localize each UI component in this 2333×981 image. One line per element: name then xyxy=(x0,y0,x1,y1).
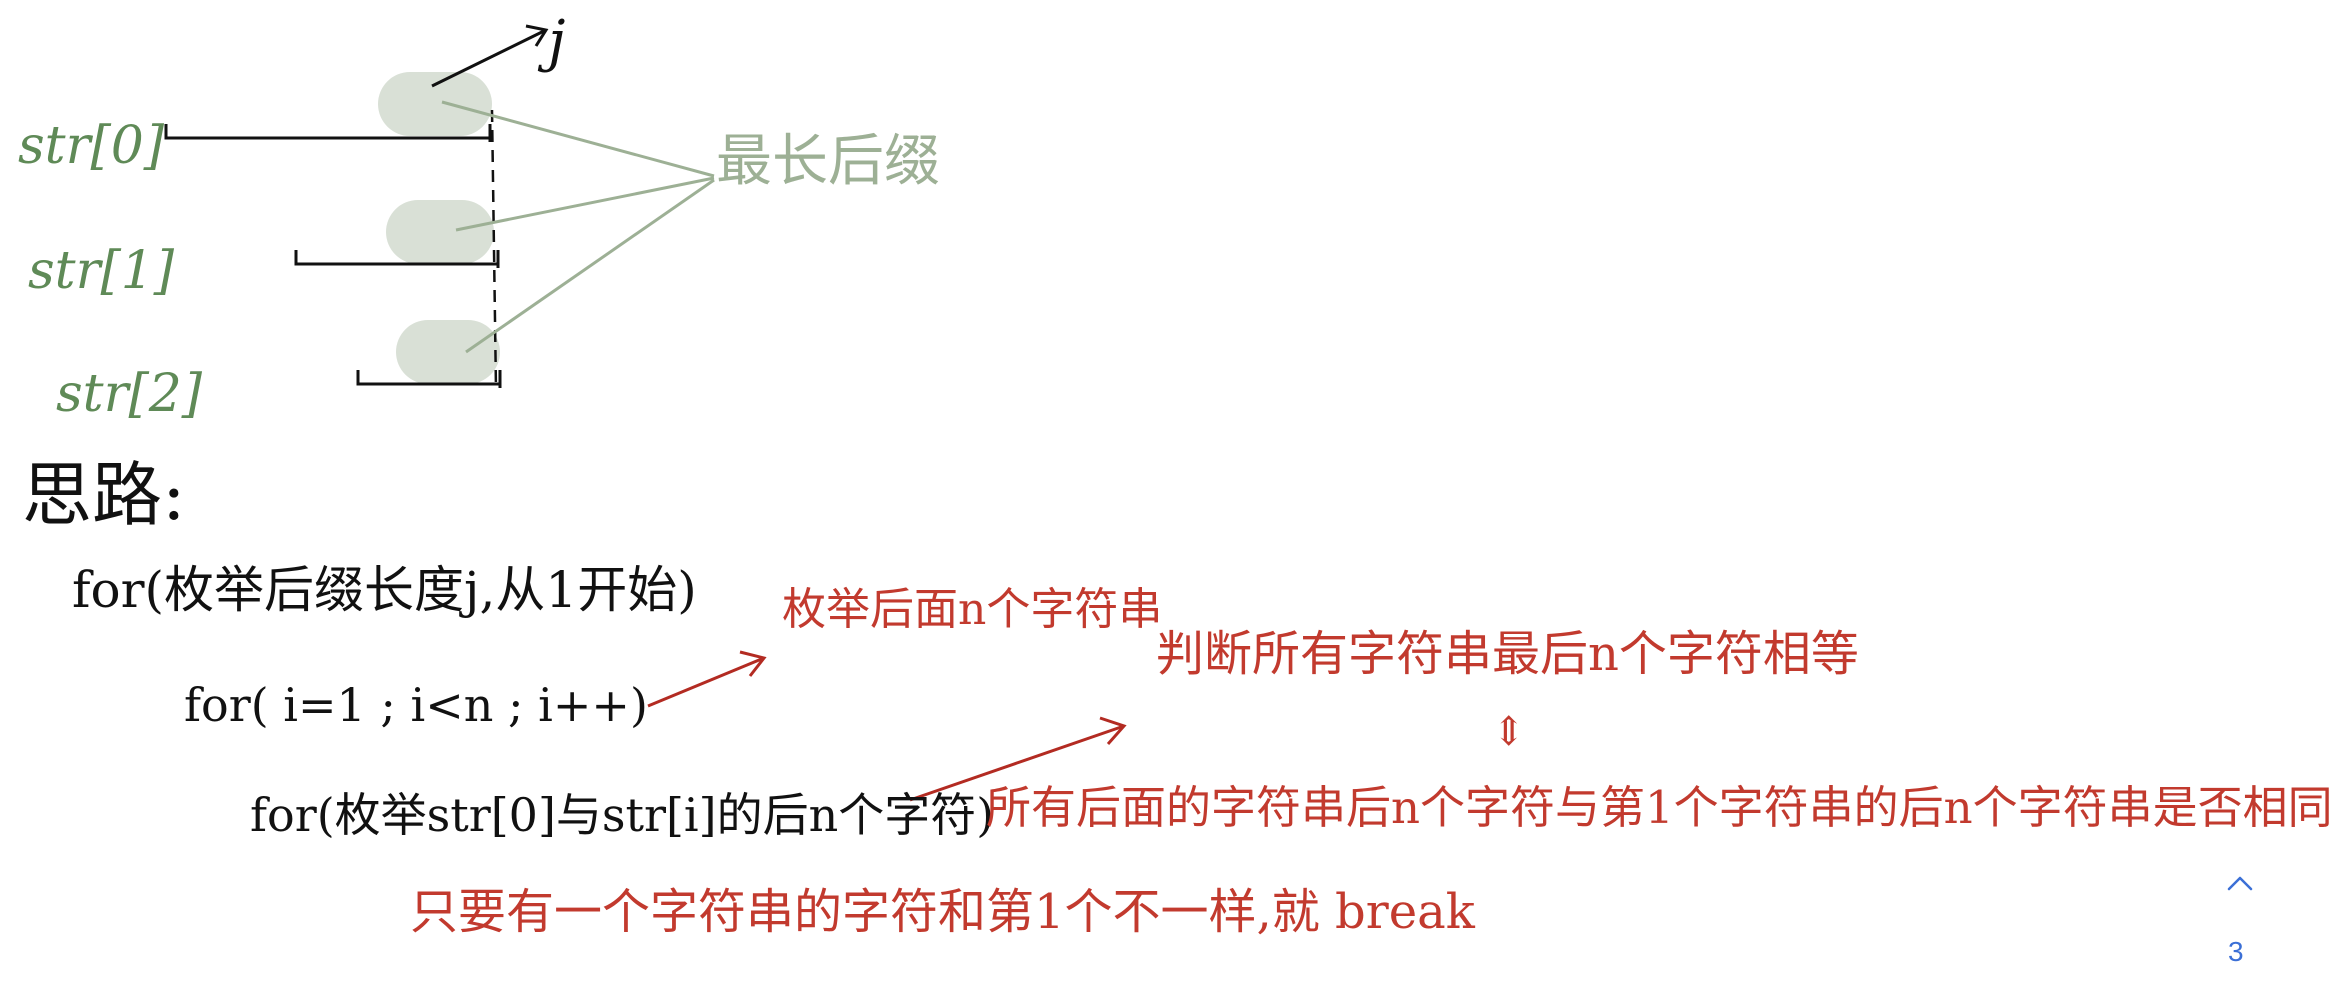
diagram-canvas: str[0] str[1] str[2] j 最长后缀 思路: for(枚举后缀… xyxy=(18,9,2333,940)
judge-equal-note: 判断所有字符串最后n个字符相等 xyxy=(1156,626,1859,682)
collapse-button[interactable] xyxy=(2222,868,2258,898)
compare-note: 所有后面的字符串后n个字符与第1个字符串的后n个字符串是否相同 xyxy=(986,781,2333,834)
break-note: 只要有一个字符串的字符和第1个不一样,就 break xyxy=(410,884,1475,940)
arrow-enumerate-suffix xyxy=(647,650,767,708)
enumerate-suffix-note: 枚举后面n个字符串 xyxy=(782,584,1163,635)
inner-loop-line: for(枚举str[0]与str[i]的后n个字符) xyxy=(250,788,995,842)
string-bar-str1 xyxy=(294,250,500,268)
str2-label: str[2] xyxy=(56,364,203,424)
page-number: 3 xyxy=(2228,936,2244,967)
chevron-up-icon xyxy=(2227,876,2253,891)
j-arrow xyxy=(431,24,549,88)
suffix-pointer-lines xyxy=(441,100,715,354)
drawing-layer xyxy=(164,24,1127,802)
longest-suffix-label: 最长后缀 xyxy=(716,129,940,194)
arrow-judge-equal xyxy=(909,716,1127,802)
alignment-dashed-line xyxy=(490,109,498,391)
highlight-str0-suffix xyxy=(378,72,492,136)
middle-loop-line: for( i=1 ; i<n ; i++) xyxy=(184,678,648,732)
str1-label: str[1] xyxy=(28,241,175,301)
highlight-str2-suffix xyxy=(396,320,500,384)
str0-label: str[0] xyxy=(18,116,165,176)
equivalent-arrow: ⇕ xyxy=(1492,709,1526,755)
outer-loop-line: for(枚举后缀长度j,从1开始) xyxy=(72,561,697,619)
string-bar-str0 xyxy=(164,124,492,142)
string-bar-str2 xyxy=(356,370,502,388)
j-label: j xyxy=(548,9,566,74)
approach-heading: 思路: xyxy=(22,454,186,536)
highlight-str1-suffix xyxy=(386,200,494,264)
